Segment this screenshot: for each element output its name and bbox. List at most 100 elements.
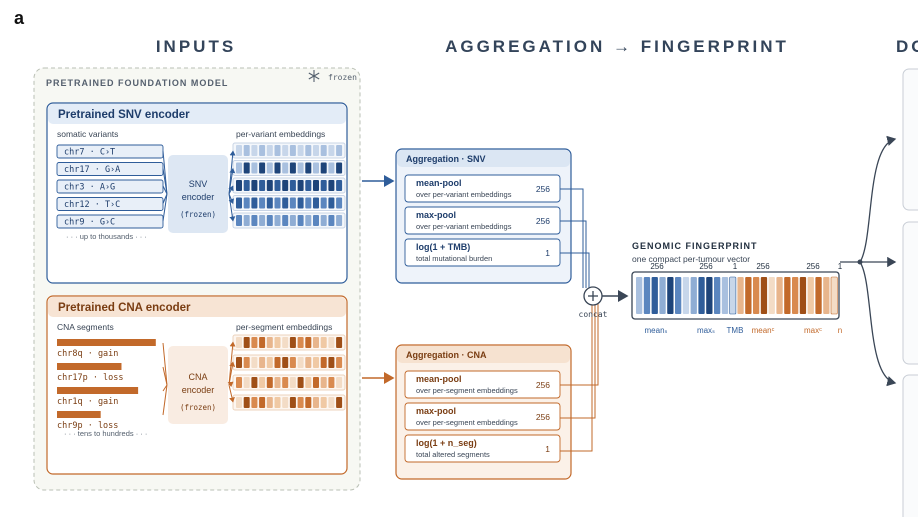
snv-variant-text: chr9 · G›C [64, 218, 115, 228]
snv-embedding-cell [305, 145, 312, 156]
cna-embedding-cell [266, 377, 273, 388]
snv-embedding-row [232, 212, 346, 229]
fingerprint-cell-nseg [830, 276, 838, 315]
cna-embedding-cell [297, 377, 304, 388]
snv-embedding-cell [289, 162, 296, 174]
snv-variant-chip [56, 214, 164, 229]
snv-out-arrow [228, 193, 236, 222]
cna-segment-bar [57, 411, 101, 418]
snv-embedding-cell [236, 215, 242, 226]
fingerprint-label: n [838, 326, 842, 335]
cna-embedding-cell [328, 357, 335, 368]
snv-embedding-cell [251, 162, 258, 174]
cna-embedding-cell [320, 377, 327, 388]
cna-in-arrow [162, 366, 168, 386]
fingerprint-dim: 256 [650, 262, 664, 271]
cna-embedding-cell [259, 337, 266, 348]
cna-embedding-row [232, 394, 346, 411]
fingerprint-cell-cna [792, 277, 799, 314]
cna-embedding-cell [251, 337, 258, 348]
snv-encoder-line2: encoder [182, 192, 215, 202]
snv-embedding-cell [313, 180, 319, 191]
cna-embedding-cell [328, 397, 335, 408]
cna-encoder-title: Pretrained CNA encoder [58, 302, 191, 314]
snv-embedding-cell [313, 162, 319, 174]
agg-row-desc: over per-segment embeddings [416, 386, 518, 395]
snv-variant-chip [56, 197, 164, 211]
cna-embedding-cell [313, 337, 319, 348]
fingerprint-dim: 1 [733, 262, 738, 271]
agg-cna-title: Aggregation · CNA [406, 350, 487, 360]
foundation-title: PRETRAINED FOUNDATION MODEL [46, 78, 228, 88]
fingerprint-label: maxᶜ [804, 326, 822, 335]
agg-snv-title: Aggregation · SNV [406, 154, 486, 164]
header-inputs: INPUTS [156, 37, 236, 56]
fingerprint-cell-snv [675, 277, 682, 314]
snv-embedding-cell [274, 162, 281, 174]
fingerprint-cell-cna [815, 277, 822, 314]
cna-list-label: CNA segments [57, 322, 114, 332]
fingerprint-cell-cna [760, 277, 768, 314]
snv-variant-text: chr7 · C›T [64, 148, 115, 158]
snv-embedding-cell [259, 180, 266, 191]
snv-embedding-cell [251, 180, 258, 191]
snv-embedding-cell [328, 162, 335, 174]
snv-embedding-row [232, 142, 346, 159]
agg-row-desc: over per-variant embeddings [416, 190, 512, 199]
snv-encoder-title: Pretrained SNV encoder [58, 109, 190, 121]
snv-embedding-cell [282, 215, 289, 226]
concat-label: concat [579, 310, 608, 319]
fingerprint-cells [636, 276, 838, 315]
snv-encoder-block [168, 155, 228, 233]
header-aggregation: AGGREGATION → FINGERPRINT [445, 37, 789, 56]
fingerprint-cell-snv [706, 277, 713, 314]
cna-embedding-cell [289, 337, 296, 348]
agg-row-name: mean-pool [416, 178, 462, 188]
snv-embedding-cell [243, 180, 250, 191]
cna-encoder-arrows [162, 341, 236, 416]
cna-embedding-cell [251, 397, 258, 408]
cna-embedding-cell [236, 357, 242, 368]
cna-encoder-block [168, 346, 228, 424]
cna-embedding-cell [274, 397, 281, 408]
frozen-tag: frozen [328, 73, 357, 82]
cna-embedding-cell [328, 377, 335, 388]
cna-embedding-cell [336, 397, 343, 408]
cna-embedding-cell [320, 397, 327, 408]
snv-embedding-cell [236, 162, 242, 174]
cna-embedding-cell [305, 337, 312, 348]
cna-embedding-cell [236, 377, 242, 388]
snv-embedding-cell [282, 197, 289, 209]
snv-embedding-cell [282, 180, 289, 191]
snv-embedding-cell [313, 197, 319, 209]
agg-row-desc: total altered segments [416, 450, 490, 459]
fingerprint-cell-cna [768, 277, 775, 314]
cna-segment-text: chr1q · gain [57, 397, 118, 407]
cna-embedding-cell [313, 377, 319, 388]
snv-embedding-cell [297, 145, 304, 156]
snv-variant-text: chr17 · G›A [64, 165, 120, 175]
cna-embedding-cell [266, 357, 273, 368]
snv-more: · · · up to thousands · · · [66, 232, 147, 241]
snv-emb-label: per-variant embeddings [236, 129, 325, 139]
fingerprint-cell-cna [737, 277, 744, 314]
fingerprint-cell-cna [799, 277, 807, 314]
cna-embedding-row [232, 374, 346, 391]
fingerprint-cell-snv [643, 277, 651, 314]
cna-embedding-cell [282, 397, 289, 408]
snv-embedding-cell [313, 215, 319, 226]
cna-encoder-line2: encoder [182, 385, 215, 395]
snv-embedding-cell [251, 215, 258, 226]
snv-list-label: somatic variants [57, 129, 118, 139]
agg-row-name: log(1 + TMB) [416, 242, 470, 252]
snv-embedding-cell [320, 197, 327, 209]
cna-embedding-cell [259, 397, 266, 408]
cna-embedding-cell [320, 337, 327, 348]
snv-embedding-cell [236, 180, 242, 191]
snv-embedding-cell [243, 145, 250, 156]
snv-embedding-cell [297, 215, 304, 226]
